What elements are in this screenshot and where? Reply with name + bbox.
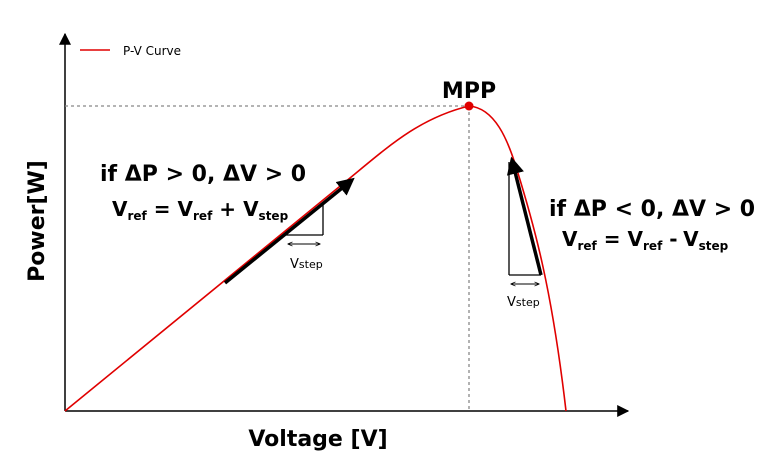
x-axis-label: Voltage [V] [248, 427, 387, 452]
left-increase-arrow [223, 177, 355, 285]
right-update-text: Vref=Vref-Vstep [562, 227, 729, 253]
left-step-label: Vstep [290, 257, 323, 272]
mpp-point [464, 101, 474, 111]
y-axis-label: Power[W] [25, 160, 50, 282]
legend-label: P-V Curve [123, 44, 181, 58]
right-step-label: Vstep [507, 295, 540, 310]
pv-curve [64, 105, 567, 412]
mpp-label: MPP [442, 79, 496, 104]
left-update-text: Vref=Vref+Vstep [112, 197, 289, 223]
right-condition-text: if ΔP < 0, ΔV > 0 [549, 197, 755, 222]
left-condition-text: if ΔP > 0, ΔV > 0 [100, 162, 306, 187]
right-decrease-arrow [506, 156, 543, 276]
